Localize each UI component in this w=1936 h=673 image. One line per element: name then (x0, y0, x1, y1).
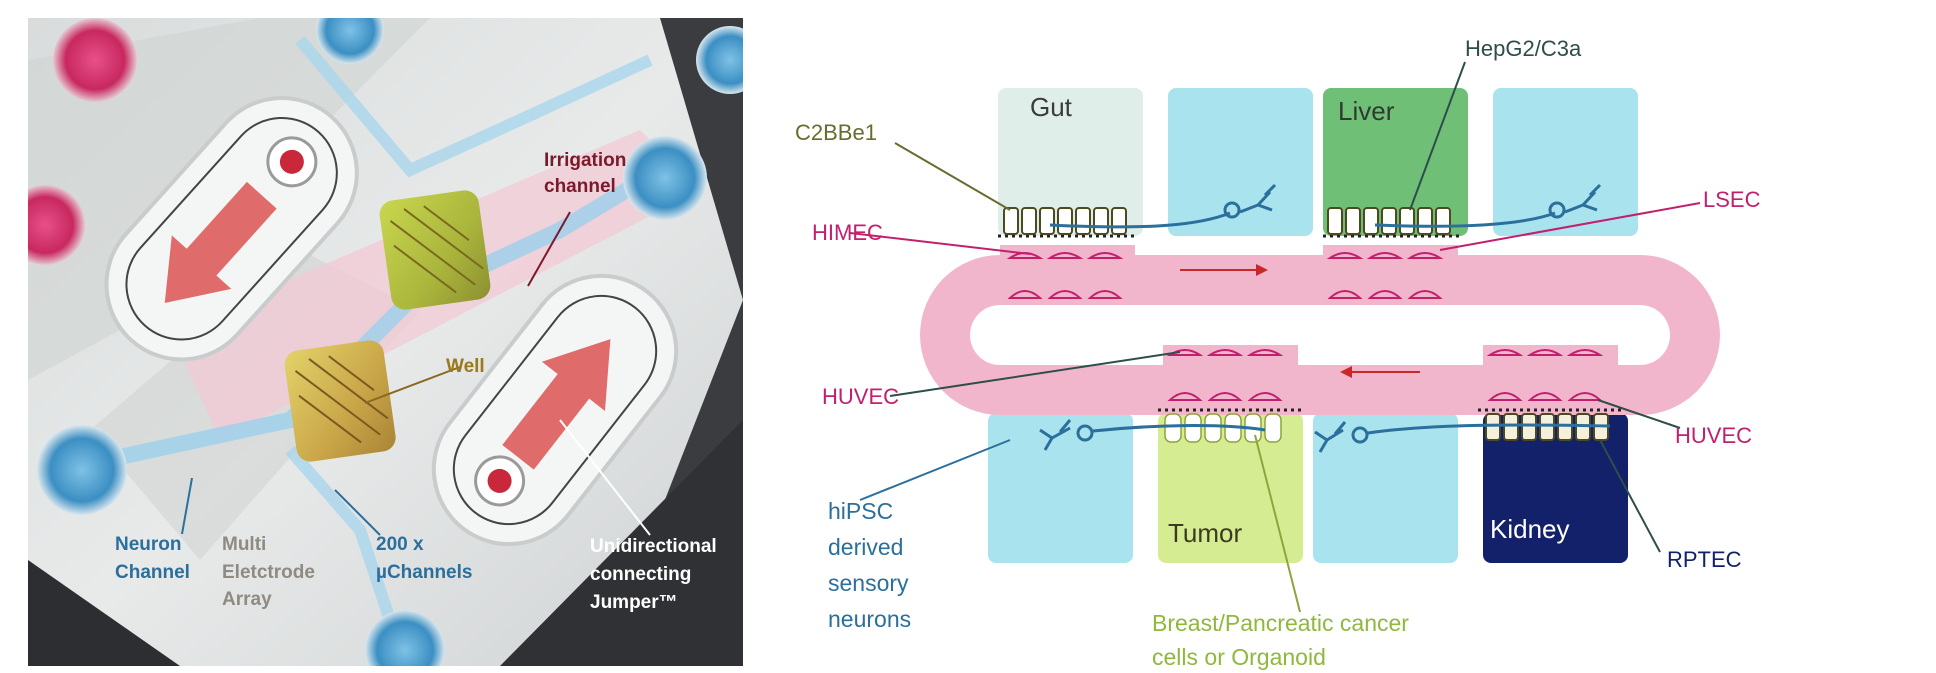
flow-arrow-left (1340, 366, 1420, 378)
neuron-compartment-bottom-1 (988, 413, 1133, 563)
jumper-label-line1: Unidirectional (590, 536, 717, 557)
neuron-compartment-bottom-2 (1313, 413, 1458, 563)
microchannels-label: 200 x µChannels (376, 534, 472, 583)
neuron-channel-label: Neuron Channel (115, 534, 190, 583)
liver-epithelium (1327, 207, 1451, 235)
mea-label: Multi Eletctrode Array (222, 534, 320, 610)
cancer-label-line2: cells or Organoid (1152, 644, 1326, 670)
pink-reservoir-1 (53, 18, 137, 102)
cancer-label-line1: Breast/Pancreatic cancer (1152, 610, 1409, 636)
microchannels-label-line1: 200 x (376, 534, 424, 555)
well-label: Well (446, 356, 485, 377)
rptec-label: RPTEC (1667, 547, 1742, 572)
device-render (28, 18, 743, 666)
neuron-compartment-top-2 (1493, 88, 1638, 236)
jumper-label: Unidirectional connecting Jumper™ (590, 536, 722, 613)
irrigation-label: Irrigation channel (544, 150, 632, 197)
kidney-epithelium (1485, 413, 1609, 441)
tumor-title: Tumor (1168, 518, 1242, 548)
well-green (379, 190, 491, 310)
kidney-compartment (1483, 413, 1628, 563)
mea-label-line2: Eletctrode (222, 562, 315, 583)
liver-compartment (1323, 88, 1468, 236)
well-gold (284, 340, 396, 462)
irrigation-label-line2: channel (544, 176, 616, 197)
himec-label: HIMEC (812, 220, 883, 245)
jumper-label-line3: Jumper™ (590, 592, 678, 613)
hipsc-label-line2: derived (828, 534, 903, 560)
neuron-axons (1039, 183, 1611, 453)
gut-compartment (998, 88, 1143, 236)
blue-reservoir-5 (696, 26, 743, 94)
tumor-compartment (1158, 413, 1303, 563)
hipsc-label-line3: sensory (828, 570, 909, 596)
lsec-cells (1326, 252, 1444, 299)
blue-reservoir-2 (623, 136, 707, 220)
c2bbe1-label: C2BBe1 (795, 120, 877, 145)
jumper-left (104, 95, 359, 362)
leader-lines (849, 61, 1701, 613)
jumper-right (431, 273, 679, 547)
blue-reservoir-1 (316, 18, 384, 64)
kidney-title: Kidney (1490, 514, 1570, 544)
hipsc-label: hiPSC derived sensory neurons (828, 498, 915, 632)
mea-label-line3: Array (222, 589, 272, 610)
lsec-label: LSEC (1703, 187, 1761, 212)
hipsc-label-line4: neurons (828, 606, 911, 632)
cancer-label: Breast/Pancreatic cancer cells or Organo… (1152, 610, 1415, 670)
blue-reservoir-4 (365, 610, 445, 666)
pink-reservoir-2 (28, 185, 85, 265)
hipsc-label-line1: hiPSC (828, 498, 893, 524)
neuron-channel-label-line1: Neuron (115, 534, 182, 555)
jumper-label-line2: connecting (590, 564, 691, 585)
schematic: Gut Liver Tumor Kidney C2BBe1 HepG2/C3a … (795, 36, 1761, 670)
mea-label-line1: Multi (222, 534, 266, 555)
gut-epithelium (1003, 207, 1127, 235)
microchannels-label-line2: µChannels (376, 562, 472, 583)
huvec-left-label: HUVEC (822, 384, 899, 409)
neuron-channel-label-line2: Channel (115, 562, 190, 583)
liver-title: Liver (1338, 96, 1395, 126)
huvec-right-label: HUVEC (1675, 423, 1752, 448)
gut-title: Gut (1030, 92, 1073, 122)
irrigation-label-line1: Irrigation (544, 150, 626, 171)
tumor-cells (1164, 413, 1282, 443)
hepg2-label: HepG2/C3a (1465, 36, 1582, 61)
flow-arrow-right (1180, 264, 1268, 276)
blue-reservoir-3 (37, 425, 127, 515)
neuron-compartment-top-1 (1168, 88, 1313, 236)
